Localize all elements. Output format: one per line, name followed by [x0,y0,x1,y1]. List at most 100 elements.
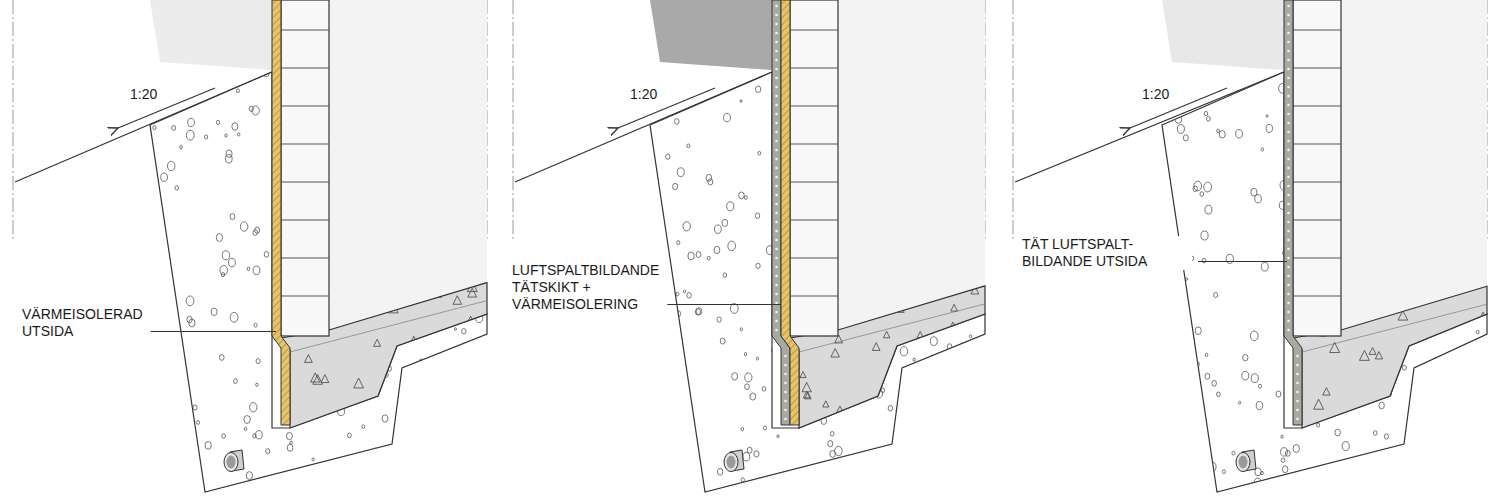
gravel-dot [1404,246,1408,251]
gravel-dot [1357,268,1360,272]
aggregate-mark [412,346,420,354]
leader-line [667,304,781,305]
aggregate-mark [1415,408,1424,417]
gravel-dot [750,393,756,400]
gravel-dot [1266,124,1272,132]
gravel-dot [720,338,725,344]
gravel-dot [1180,419,1182,422]
gravel-dot [371,276,378,285]
aggregate-mark [951,304,958,311]
gravel-dot [714,246,720,253]
gravel-dot [1186,278,1188,281]
gravel-dot [415,296,417,299]
gravel-dot [866,149,872,156]
gravel-dot [1448,168,1454,175]
gravel-dot [374,448,378,453]
gravel-dot [346,105,352,113]
gravel-dot [913,240,918,246]
membrane-stud [775,95,778,98]
aggregate-mark [1463,372,1470,379]
block-joint [1293,220,1341,221]
gravel-dot [1404,449,1406,452]
membrane-stud [1287,185,1290,188]
gravel-dot [1465,400,1467,403]
gravel-dot [1387,85,1390,89]
gravel-dot [1255,195,1262,203]
gravel-dot [854,238,856,241]
membrane-stud [1287,302,1290,305]
block-joint [1293,144,1341,145]
aggregate-mark [460,373,467,380]
gravel-dot [1166,191,1171,197]
gravel-dot [884,464,891,473]
gravel-dot [1204,111,1207,115]
gravel-dot [1342,442,1349,451]
block-wall [790,0,838,336]
gravel-dot [1254,478,1261,487]
ground-surface [650,0,772,70]
membrane-stud [775,212,778,215]
gravel-dot [150,203,156,211]
gravel-dot [1450,433,1454,438]
gravel-dot [762,387,766,392]
membrane-stud [1296,364,1299,367]
membrane-stud [784,355,787,358]
gravel-dot [1209,462,1216,471]
gravel-dot [1175,434,1179,439]
aggregate-mark [897,408,906,417]
gravel-dot [683,404,690,413]
gravel-dot [232,123,238,131]
gravel-dot [1427,450,1435,460]
gravel-dot [1392,470,1398,477]
gravel-dot [1402,365,1406,370]
aggregate-mark [1348,311,1356,319]
gravel-dot [955,100,959,105]
membrane-stud [1287,266,1290,269]
aggregate-mark [917,332,923,338]
gravel-dot [415,148,420,155]
gravel-dot [677,168,684,177]
gravel-dot [415,490,420,496]
gravel-dot [1222,470,1225,474]
gravel-dot [377,122,382,129]
gravel-dot [379,184,382,188]
aggregate-mark [466,316,475,325]
gravel-dot [167,161,175,170]
gravel-dot [1193,186,1197,192]
gravel-dot [923,469,926,473]
gravel-dot [723,273,727,277]
block-joint [1293,30,1341,31]
aggregate-mark [831,348,840,357]
membrane-stud [1287,59,1290,62]
gravel-dot [727,202,734,211]
membrane-stud [1287,131,1290,134]
gravel-dot [484,392,488,397]
gravel-dot [1473,460,1478,466]
gravel-dot [1425,153,1431,161]
gravel-dot [1205,373,1210,379]
gravel-dot [845,475,851,483]
gravel-dot [222,251,229,260]
detail-panel [13,0,490,496]
membrane-stud [775,68,778,71]
gravel-dot [943,137,949,144]
gravel-dot [688,252,694,260]
gravel-dot [398,77,404,84]
gravel-dot [1217,129,1220,132]
membrane-stud [1296,373,1299,376]
gravel-dot [1422,364,1428,372]
gravel-dot [929,237,937,247]
gravel-dot [268,486,271,490]
gravel-dot [771,348,775,353]
gravel-dot [1285,450,1290,456]
gravel-dot [451,348,458,357]
aggregate-mark [1375,352,1382,359]
aggregate-mark [971,286,979,294]
block-joint [790,258,838,259]
gravel-dot [1216,392,1220,397]
aggregate-mark [410,336,418,344]
membrane-stud [775,140,778,143]
gravel-dot [724,113,731,121]
membrane-stud [775,185,778,188]
gravel-dot [1256,401,1262,409]
